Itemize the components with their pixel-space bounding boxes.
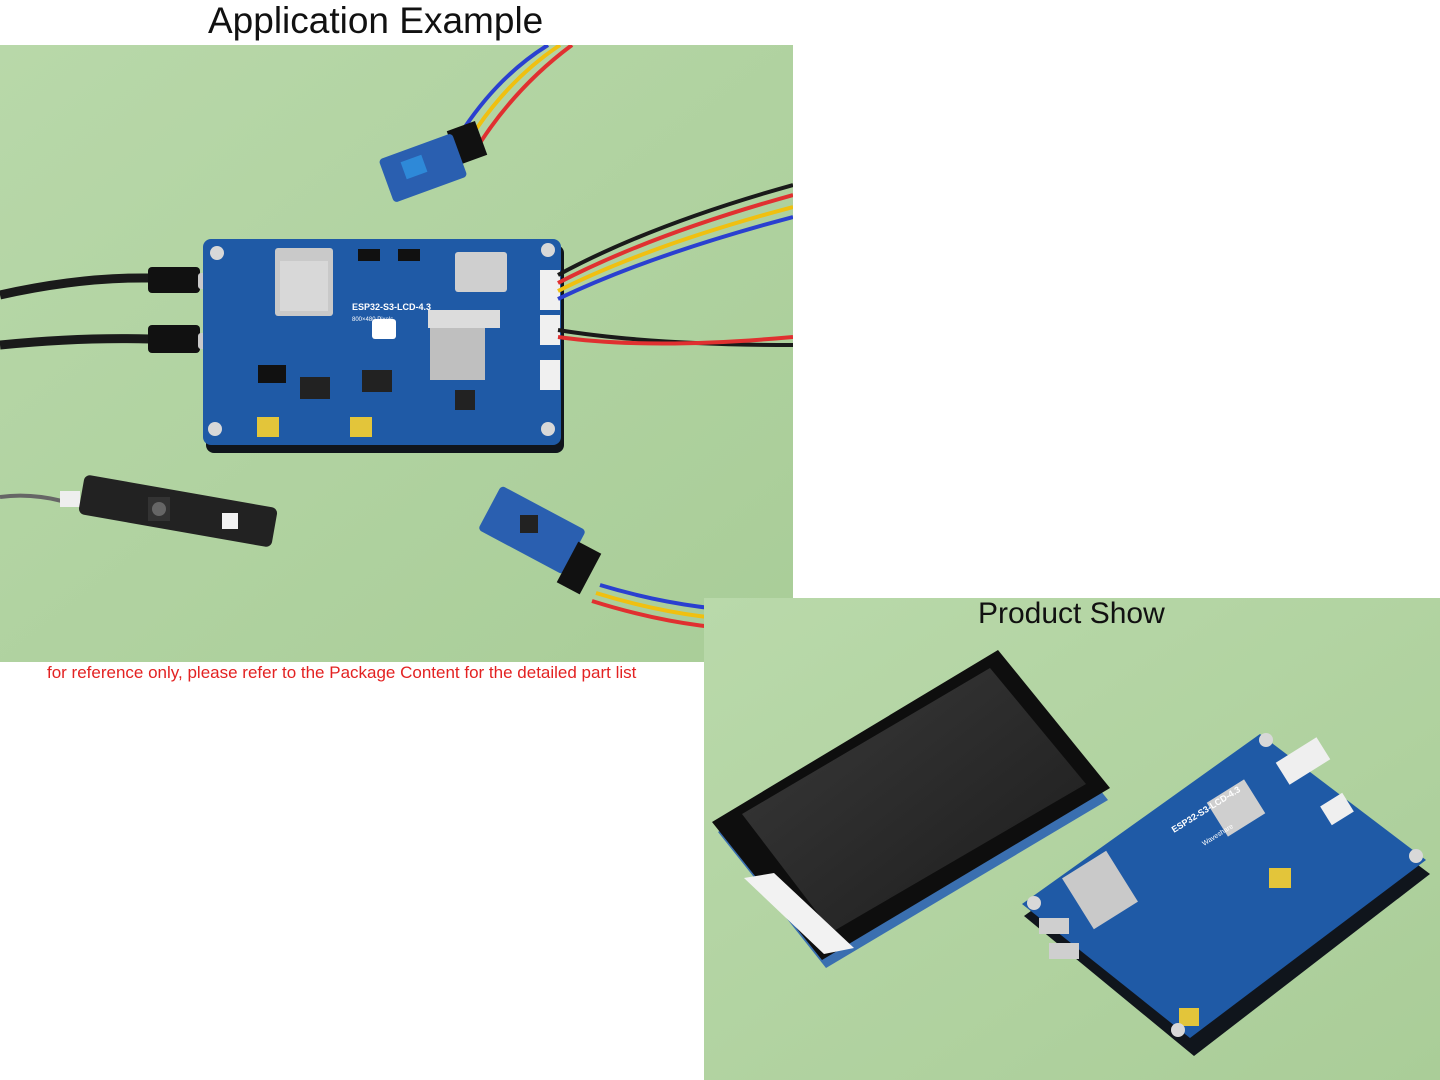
ribbon-cable xyxy=(430,328,485,380)
caption-strip xyxy=(0,662,793,688)
product-board: ESP32-S3-LCD-4.3 Waveshare xyxy=(1022,733,1430,1056)
sensor-wires-right xyxy=(557,183,793,347)
application-example-photo: ESP32-S3-LCD-4.3 800×480 Pixels xyxy=(0,45,793,662)
product-show-photo: ESP32-S3-LCD-4.3 Waveshare xyxy=(704,598,1440,1080)
product-show-title: Product Show xyxy=(978,597,1165,630)
sd-card-slot xyxy=(455,252,507,292)
lcd-display xyxy=(712,650,1110,968)
board-label: ESP32-S3-LCD-4.3 xyxy=(352,302,431,312)
application-example-title: Application Example xyxy=(208,0,544,41)
esp32-board: ESP32-S3-LCD-4.3 800×480 Pixels xyxy=(203,239,564,453)
sensor-module-top xyxy=(379,45,574,202)
reference-note: for reference only, please refer to the … xyxy=(47,663,637,682)
camera-module xyxy=(0,475,278,547)
pixels-label: 800×480 Pixels xyxy=(352,317,393,323)
waveshare-logo xyxy=(372,319,396,339)
